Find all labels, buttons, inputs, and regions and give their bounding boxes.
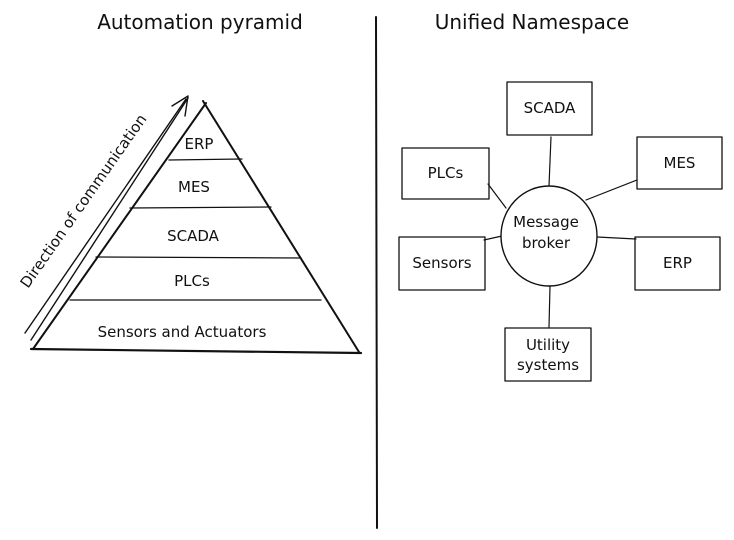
pyramid-level-erp: ERP [185,135,214,153]
message-broker-hub: Message broker [500,185,598,287]
divider-erp-mes [168,158,243,161]
unified-namespace-title: Unified Namespace [435,10,630,34]
unified-namespace-panel: Unified Namespace SCADA PLCs MES Sensors [398,10,723,382]
pyramid-left-edge [32,102,207,350]
connector-scada [548,136,552,187]
divider-mes-scada [129,206,272,209]
pyramid-right-edge [202,100,360,353]
connector-utility [548,285,551,328]
node-utility-systems-box [504,327,592,382]
pyramid-base [29,347,363,355]
broker-connectors [483,136,638,328]
node-plcs-box [401,147,490,200]
arrow-shaft-left [24,98,187,334]
node-utility-systems: Utility systems [504,327,592,382]
arrow-head [171,95,189,117]
panel-separator [375,16,378,529]
message-broker-label-line-1: Message [513,213,579,231]
divider-scada-plcs [95,256,302,259]
connector-sensors [483,235,503,241]
node-erp-label: ERP [663,254,692,272]
pyramid-level-plcs: PLCs [174,272,210,290]
node-sensors: Sensors [398,236,486,291]
automation-pyramid-panel: Automation pyramid Direction of communic… [17,10,363,355]
pyramid-outline [29,100,363,355]
node-plcs: PLCs [401,147,490,200]
node-mes: MES [636,136,723,190]
node-sensors-label: Sensors [412,254,471,272]
node-erp: ERP [634,236,721,291]
node-mes-box [636,136,723,190]
node-scada: SCADA [506,81,593,136]
direction-of-communication-label: Direction of communication [17,111,151,292]
automation-pyramid-title: Automation pyramid [97,10,303,34]
node-scada-box [506,81,593,136]
pyramid-level-dividers [69,158,322,301]
connector-plcs [487,183,507,209]
node-scada-label: SCADA [524,99,577,117]
arrow-shaft-right [30,97,189,341]
connector-erp [596,236,637,240]
node-mes-label: MES [664,154,696,172]
node-utility-systems-label-line-1: Utility [526,336,570,354]
node-plcs-label: PLCs [428,164,464,182]
pyramid-level-sensors-actuators: Sensors and Actuators [98,323,267,341]
pyramid-level-mes: MES [178,178,210,196]
communication-direction-arrow [24,95,189,341]
message-broker-circle [500,185,598,287]
connector-mes [585,179,638,201]
node-sensors-box [398,236,486,291]
pyramid-level-scada: SCADA [167,227,220,245]
message-broker-label-line-2: broker [522,234,571,252]
node-utility-systems-label-line-2: systems [517,356,579,374]
node-erp-box [634,236,721,291]
